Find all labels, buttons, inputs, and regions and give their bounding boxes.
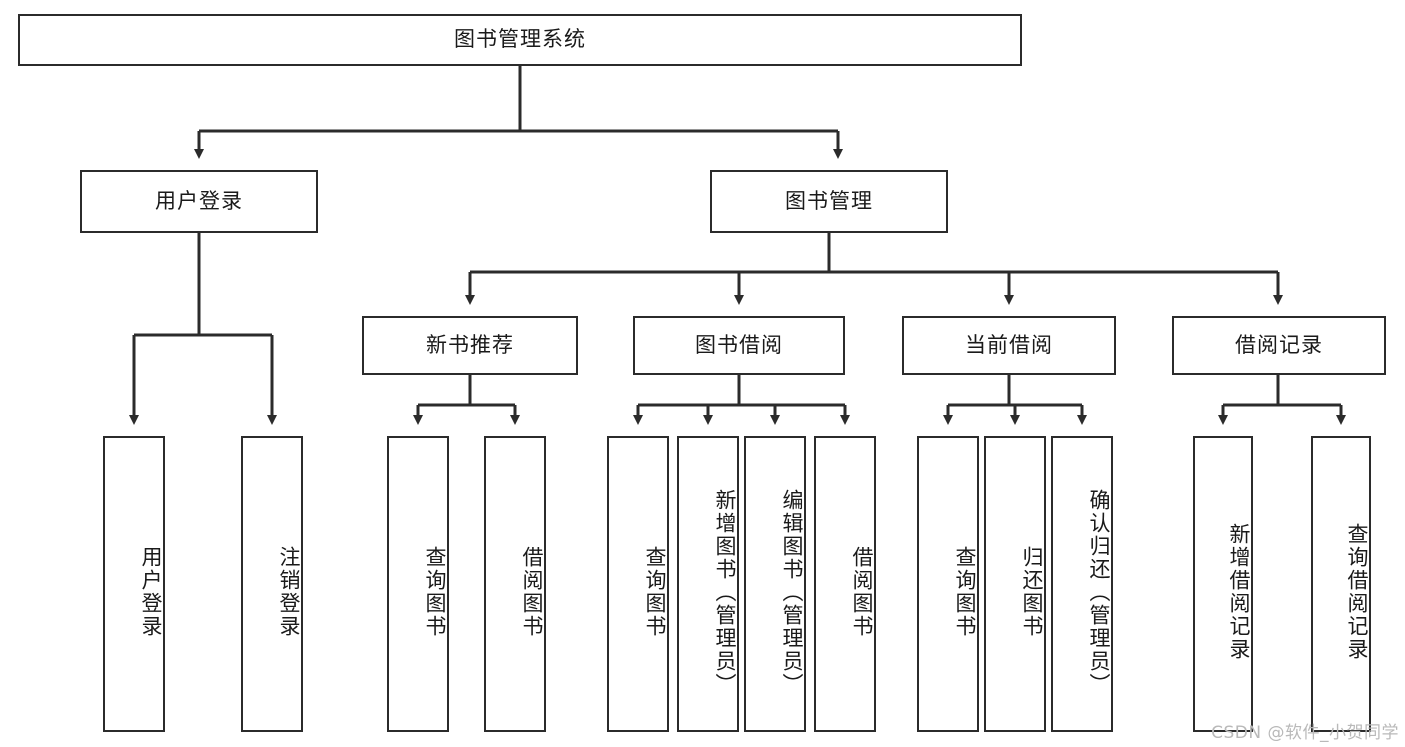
- leaf-label: 注销登录: [277, 546, 301, 638]
- node-borrow-record-label: 借阅记录: [1235, 332, 1323, 357]
- leaf-user-login-signout[interactable]: 注销登录: [241, 436, 303, 732]
- leaf-label: 借阅图书: [520, 546, 544, 638]
- node-new-book-recommend-label: 新书推荐: [426, 332, 514, 357]
- leaf-label: 新增借阅记录: [1227, 523, 1251, 661]
- leaf-label: 查询借阅记录: [1345, 523, 1369, 661]
- leaf-current-borrow-query[interactable]: 查询图书: [917, 436, 979, 732]
- leaf-current-borrow-return[interactable]: 归还图书: [984, 436, 1046, 732]
- node-user-login[interactable]: 用户登录: [80, 170, 318, 233]
- node-root[interactable]: 图书管理系统: [18, 14, 1022, 66]
- node-new-book-recommend[interactable]: 新书推荐: [362, 316, 578, 375]
- node-book-management-label: 图书管理: [785, 188, 873, 213]
- leaf-borrow-record-query[interactable]: 查询借阅记录: [1311, 436, 1371, 732]
- csdn-watermark: CSDN @软件_小贺同学: [1211, 723, 1399, 743]
- node-current-borrow[interactable]: 当前借阅: [902, 316, 1116, 375]
- leaf-label: 归还图书: [1020, 546, 1044, 638]
- leaf-new-book-query[interactable]: 查询图书: [387, 436, 449, 732]
- leaf-label: 查询图书: [953, 546, 977, 638]
- leaf-label: 确认归还（管理员）: [1087, 488, 1111, 696]
- leaf-label: 查询图书: [643, 546, 667, 638]
- leaf-label: 编辑图书（管理员）: [780, 488, 804, 696]
- node-borrow-record[interactable]: 借阅记录: [1172, 316, 1386, 375]
- leaf-label: 新增图书（管理员）: [713, 488, 737, 696]
- node-root-label: 图书管理系统: [454, 27, 586, 52]
- node-current-borrow-label: 当前借阅: [965, 332, 1053, 357]
- leaf-book-borrow-edit[interactable]: 编辑图书（管理员）: [744, 436, 806, 732]
- leaf-book-borrow-query[interactable]: 查询图书: [607, 436, 669, 732]
- leaf-borrow-record-add[interactable]: 新增借阅记录: [1193, 436, 1253, 732]
- node-book-borrow-label: 图书借阅: [695, 332, 783, 357]
- leaf-new-book-borrow[interactable]: 借阅图书: [484, 436, 546, 732]
- node-user-login-label: 用户登录: [155, 188, 243, 213]
- leaf-label: 查询图书: [423, 546, 447, 638]
- node-book-borrow[interactable]: 图书借阅: [633, 316, 845, 375]
- leaf-user-login-signin[interactable]: 用户登录: [103, 436, 165, 732]
- leaf-label: 借阅图书: [850, 546, 874, 638]
- node-book-management[interactable]: 图书管理: [710, 170, 948, 233]
- leaf-current-borrow-confirm[interactable]: 确认归还（管理员）: [1051, 436, 1113, 732]
- leaf-book-borrow-lend[interactable]: 借阅图书: [814, 436, 876, 732]
- leaf-book-borrow-add[interactable]: 新增图书（管理员）: [677, 436, 739, 732]
- leaf-label: 用户登录: [139, 546, 163, 638]
